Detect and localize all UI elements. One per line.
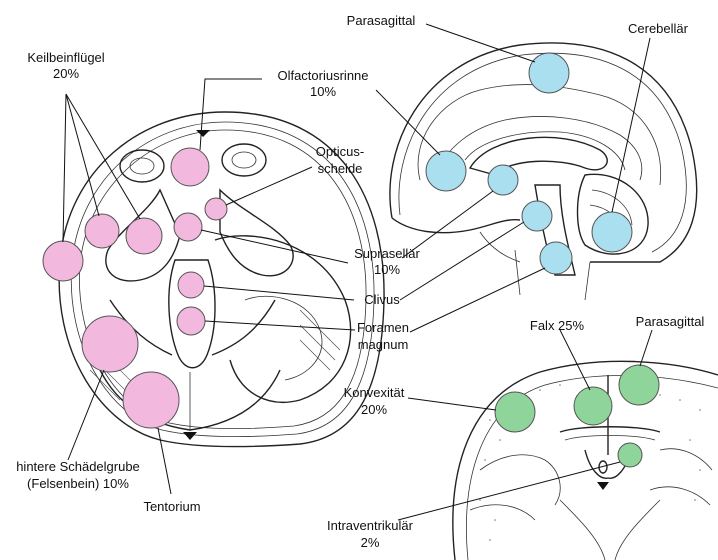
tumour-frontal-base — [426, 151, 466, 191]
tumour-sphenoid-medial — [126, 218, 162, 254]
tumour-convexity — [495, 392, 535, 432]
tumour-cerebellar — [592, 212, 632, 252]
label-keilbein-pct: 20% — [53, 66, 79, 81]
label-hintere-2: (Felsenbein) 10% — [27, 476, 129, 491]
label-opticus-2: scheide — [318, 161, 363, 176]
tumour-clivus — [178, 272, 204, 298]
labels: Keilbeinflügel 20% Olfactoriusrinne 10% … — [16, 13, 704, 550]
tumour-sphenoid-mid — [85, 214, 119, 248]
label-konvexitaet: Konvexität — [344, 385, 405, 400]
tumour-opticus — [205, 198, 227, 220]
label-suprasellar-pct: 10% — [374, 262, 400, 277]
label-falx: Falx 25% — [530, 318, 585, 333]
tumour-foramen-sag — [540, 242, 572, 274]
label-foramen: Foramen — [357, 320, 409, 335]
label-suprasellar: Suprasellär — [354, 246, 420, 261]
label-tentorium: Tentorium — [143, 499, 200, 514]
tumour-sellar — [488, 165, 518, 195]
label-clivus: Clivus — [364, 292, 400, 307]
label-intraventrikulaer: Intraventrikulär — [327, 518, 414, 533]
label-keilbein: Keilbeinflügel — [27, 50, 104, 65]
label-parasagittal-coronal: Parasagittal — [636, 314, 705, 329]
label-parasagittal-top: Parasagittal — [347, 13, 416, 28]
tumour-parasagittal-top — [529, 53, 569, 93]
tumour-foramen-magnum — [177, 307, 205, 335]
label-opticus: Opticus- — [316, 144, 364, 159]
tumour-olfactorius — [171, 148, 209, 186]
label-foramen-2: magnum — [358, 337, 409, 352]
tumour-tentorium — [123, 372, 179, 428]
label-olfactorius-pct: 10% — [310, 84, 336, 99]
label-hintere: hintere Schädelgrube — [16, 459, 140, 474]
label-konvexitaet-pct: 20% — [361, 402, 387, 417]
label-cerebellar: Cerebellär — [628, 21, 689, 36]
tumour-parasagittal-coronal — [619, 365, 659, 405]
tumour-posterior-fossa — [82, 316, 138, 372]
tumour-suprasellar — [174, 213, 202, 241]
tumour-falx — [574, 387, 612, 425]
skull-base-tumour-markers — [43, 148, 227, 428]
tumour-clival — [522, 201, 552, 231]
sagittal-tumour-markers — [426, 53, 632, 274]
tumour-sphenoid-lateral — [43, 241, 83, 281]
label-olfactorius: Olfactoriusrinne — [277, 68, 368, 83]
tumour-intraventricular — [618, 443, 642, 467]
label-intraventrikulaer-pct: 2% — [361, 535, 380, 550]
